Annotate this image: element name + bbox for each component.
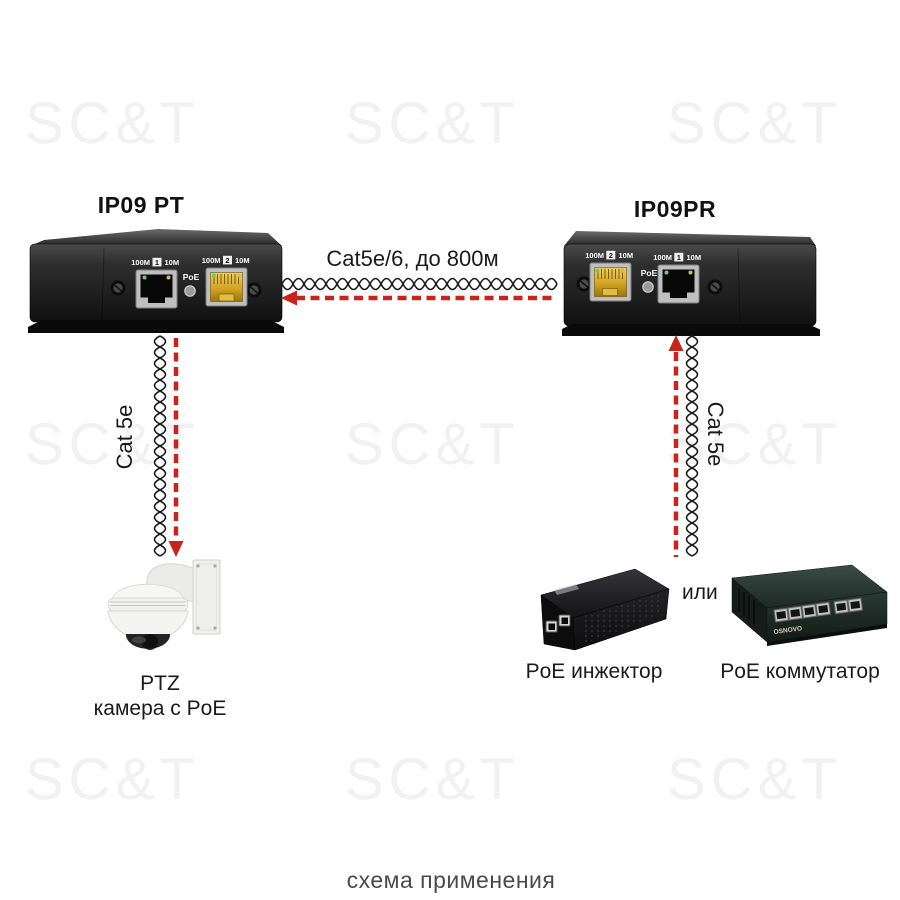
rj45-port-icon <box>801 603 818 619</box>
caption: схема применения <box>346 867 556 893</box>
rj45-port-icon <box>135 269 178 309</box>
watermark: SC&T <box>345 747 520 812</box>
svg-text:PoE: PoE <box>641 268 658 278</box>
camera-label-line1: PTZ <box>140 672 180 695</box>
poe-switch-image: OSNOVO <box>731 564 888 646</box>
svg-text:1: 1 <box>155 258 159 267</box>
left-vertical-cable <box>153 335 184 557</box>
screw-icon <box>576 276 592 292</box>
rj45-port-icon <box>205 267 248 307</box>
twisted-pair-icon <box>281 277 558 291</box>
injector-label: PoE инжектор <box>525 660 663 683</box>
watermark: SC&T <box>345 91 520 156</box>
rj45-port-icon <box>589 262 632 302</box>
svg-text:1: 1 <box>677 253 681 262</box>
watermark: SC&T <box>667 747 842 812</box>
svg-text:100M: 100M <box>653 253 672 262</box>
camera-label: PTZ камера с PoE <box>55 671 265 721</box>
cable-left-label: Cat 5e <box>112 404 137 470</box>
svg-text:100M: 100M <box>131 258 150 267</box>
red-arrow-up-icon <box>668 335 684 557</box>
horizontal-cable <box>281 277 558 306</box>
watermark: SC&T <box>25 747 200 812</box>
camera-label-line2: камера с PoE <box>93 697 227 720</box>
cable-horizontal-label: Cat5e/6, до 800м <box>326 246 499 271</box>
device-top-face <box>564 231 816 246</box>
rj45-port-icon <box>847 597 864 613</box>
poe-injector-image <box>540 568 670 651</box>
ptz-camera-image <box>107 559 221 650</box>
watermark: SC&T <box>25 412 200 477</box>
twisted-pair-icon <box>153 335 167 557</box>
rj45-port-icon <box>833 599 850 615</box>
rj45-port-icon <box>787 605 804 621</box>
wall-plate <box>192 559 221 635</box>
red-arrow-left-icon <box>281 290 556 306</box>
poe-extender-transmitter-image: 100M 1 10M PoE 100M 2 10M <box>28 229 284 333</box>
svg-text:PoE: PoE <box>183 272 200 282</box>
mounting-flange <box>28 320 284 333</box>
svg-text:10M: 10M <box>619 251 634 260</box>
poe-led-icon: PoE <box>641 268 658 293</box>
rj45-port-icon <box>558 614 571 627</box>
mounting-flange <box>562 324 820 336</box>
svg-text:100M: 100M <box>202 256 221 265</box>
svg-text:10M: 10M <box>165 258 180 267</box>
svg-text:2: 2 <box>225 256 229 265</box>
red-arrow-down-icon <box>168 338 184 557</box>
watermark: SC&T <box>25 91 200 156</box>
device-top-face <box>30 229 282 246</box>
switch-label: PoE коммутатор <box>720 660 880 683</box>
svg-text:10M: 10M <box>235 256 250 265</box>
port2-label: 100M 1 10M <box>653 252 702 262</box>
screw-icon <box>110 280 126 296</box>
port1-label: 100M 2 10M <box>585 250 634 260</box>
poe-extender-receiver-image: 100M 2 10M PoE 100M 1 10M <box>562 231 820 336</box>
svg-text:10M: 10M <box>687 253 702 262</box>
rj45-port-icon <box>773 607 790 623</box>
twisted-pair-icon <box>685 335 699 557</box>
camera-housing <box>107 610 189 639</box>
rj45-port-icon <box>545 620 558 633</box>
vent-slots <box>738 588 755 624</box>
right-vertical-cable <box>668 335 699 557</box>
port1-label: 100M 1 10M <box>131 257 180 267</box>
watermark: SC&T <box>667 91 842 156</box>
poe-led-icon: PoE <box>183 272 200 297</box>
svg-text:2: 2 <box>609 251 613 260</box>
svg-text:100M: 100M <box>585 251 604 260</box>
transmitter-title: IP09 PT <box>97 192 185 218</box>
rj45-port-icon <box>815 601 832 617</box>
switch-brand: OSNOVO <box>773 625 802 636</box>
screw-icon <box>246 282 262 298</box>
or-text: или <box>682 581 718 604</box>
watermark: SC&T <box>345 412 520 477</box>
rj45-port-icon <box>657 264 700 304</box>
port2-label: 100M 2 10M <box>202 255 250 265</box>
screw-icon <box>707 279 723 295</box>
receiver-title: IP09PR <box>633 196 717 222</box>
